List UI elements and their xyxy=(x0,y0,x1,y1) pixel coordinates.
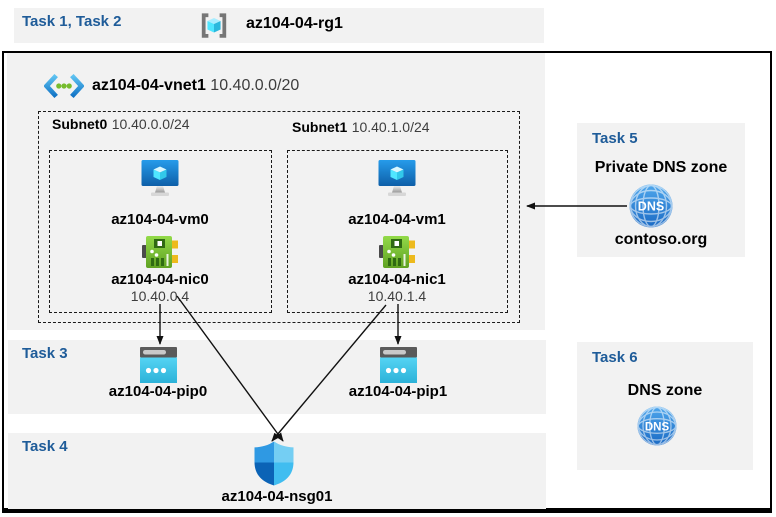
nic0-ip: 10.40.0.4 xyxy=(130,288,190,304)
nsg-shield-icon xyxy=(254,441,294,486)
task6-panel xyxy=(577,342,753,470)
network-interface-icon xyxy=(142,234,178,270)
task5-label: Task 5 xyxy=(592,130,638,147)
pip0-label: az104-04-pip0 xyxy=(108,383,208,400)
task6-label: Task 6 xyxy=(592,349,638,366)
virtual-machine-icon xyxy=(377,160,417,202)
diagram-frame xyxy=(2,51,772,513)
nic1-ip: 10.40.1.4 xyxy=(367,288,427,304)
subnet0-name: Subnet0 xyxy=(52,116,108,132)
subnet1-title: Subnet1 10.40.1.0/24 xyxy=(292,119,430,137)
vnet-name: az104-04-vnet1 xyxy=(92,77,206,94)
private-dns-zone-title: Private DNS zone xyxy=(594,159,728,176)
subnet0-title: Subnet0 10.40.0.0/24 xyxy=(52,116,190,134)
task3-label: Task 3 xyxy=(22,345,68,362)
vnet-cidr: 10.40.0.0/20 xyxy=(210,77,300,94)
resource-group-name: az104-04-rg1 xyxy=(246,15,343,32)
pip1-label: az104-04-pip1 xyxy=(348,383,448,400)
tasks-1-2-label: Task 1, Task 2 xyxy=(22,13,122,30)
task4-label: Task 4 xyxy=(22,438,68,455)
vnet-panel xyxy=(7,53,545,330)
task3-band xyxy=(8,340,546,414)
virtual-machine-icon xyxy=(140,160,180,202)
network-interface-icon xyxy=(379,234,415,270)
vnet-title: az104-04-vnet1 10.40.0.0/20 xyxy=(92,77,299,95)
dns-zone-title: DNS zone xyxy=(627,382,703,399)
vm0-label: az104-04-vm0 xyxy=(111,211,209,228)
public-ip-icon xyxy=(380,347,417,383)
nic1-label: az104-04-nic1 xyxy=(348,271,446,288)
subnet0-cidr: 10.40.0.0/24 xyxy=(111,116,190,132)
dns-icon-text: DNS xyxy=(638,200,664,214)
dns-zone-icon: DNS xyxy=(637,406,677,446)
private-dns-zone-name: contoso.org xyxy=(614,231,708,248)
nsg-label: az104-04-nsg01 xyxy=(221,488,333,505)
virtual-network-icon xyxy=(44,72,84,100)
resource-group-icon xyxy=(199,10,229,41)
vm1-label: az104-04-vm1 xyxy=(348,211,446,228)
dns-zone-icon: DNS xyxy=(629,184,673,228)
resource-group-band xyxy=(14,8,544,43)
dns-icon-text: DNS xyxy=(645,422,670,434)
nic0-label: az104-04-nic0 xyxy=(111,271,209,288)
public-ip-icon xyxy=(140,347,177,383)
subnet1-cidr: 10.40.1.0/24 xyxy=(351,119,430,135)
subnet1-name: Subnet1 xyxy=(292,119,348,135)
